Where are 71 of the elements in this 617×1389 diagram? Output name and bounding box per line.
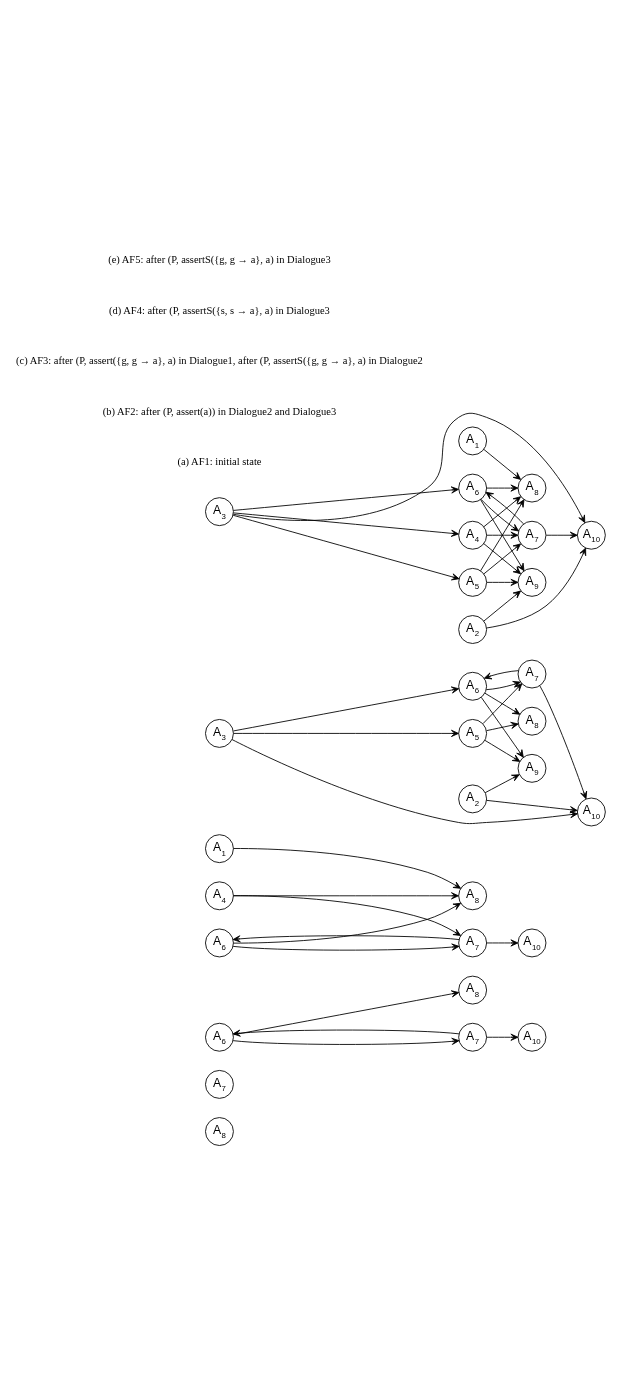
arrow: [486, 1033, 519, 1041]
node-circle: A$_{7}$: [205, 1069, 234, 1099]
arrow: [483, 448, 521, 480]
node-circle: A$_{7}$: [517, 520, 547, 550]
node-circle: A$_{6}$: [458, 671, 488, 701]
arrow: [486, 938, 519, 947]
arrow: [232, 934, 460, 942]
arrow: [233, 485, 459, 511]
node-circle: A$_{5}$: [458, 567, 488, 597]
arrow: [486, 484, 519, 492]
label: (a) AF1: initial state: [177, 455, 262, 467]
arrow: [233, 847, 461, 889]
arrow: [233, 511, 459, 537]
node-circle: A$_{7}$: [458, 928, 488, 957]
node-circle: A$_{8}$: [205, 1116, 234, 1146]
node-circle: A$_{10}$: [576, 520, 606, 550]
node-circle: A$_{1}$: [458, 426, 488, 455]
node-circle: A$_{10}$: [517, 928, 547, 957]
arrow: [486, 578, 519, 586]
node-circle: A$_{9}$: [517, 567, 547, 597]
node-circle: A$_{7}$: [458, 1022, 488, 1052]
node-circle: A$_{6}$: [458, 473, 488, 502]
node-circle: A$_{2}$: [458, 784, 488, 813]
arrow: [232, 514, 460, 580]
node-circle: A$_{8}$: [458, 975, 488, 1004]
label: (b) AF2: after (P, assert(a)) in Dialogue2 and Dialogue3: [102, 405, 337, 417]
label: (e) AF5: after (P, assertS({g, g → a}, a) in Dialogue3: [108, 253, 331, 265]
node-circle: A$_{8}$: [517, 473, 547, 502]
arrow: [480, 498, 525, 571]
arrow: [483, 669, 519, 679]
node-circle: A$_{3}$: [205, 496, 234, 526]
arrow: [483, 542, 521, 574]
node-circle: A$_{4}$: [458, 520, 488, 550]
arrow: [486, 547, 587, 628]
arrow: [233, 686, 460, 731]
arrow: [484, 773, 520, 793]
node-circle: A$_{5}$: [458, 718, 488, 748]
node-circle: A$_{6}$: [205, 1022, 234, 1052]
node-circle: A$_{2}$: [458, 614, 488, 644]
arrow: [484, 692, 521, 715]
arrow: [485, 680, 521, 690]
arrow: [486, 721, 519, 731]
arrow: [484, 739, 521, 762]
node-circle: A$_{7}$: [517, 659, 547, 688]
arrow: [233, 902, 461, 944]
node-circle: A$_{3}$: [205, 718, 234, 748]
arrow: [231, 738, 578, 824]
arrow: [232, 1029, 460, 1037]
arrow: [545, 531, 578, 539]
label: (c) AF3: after (P, assert({g, g → a}, a) in Dialogue1, after (P, assertS({g, g → a}, a) in Dialogue2: [16, 354, 423, 366]
arrow: [486, 531, 519, 539]
arrow: [233, 894, 461, 936]
node-circle: A$_{10}$: [517, 1022, 547, 1052]
arrow: [232, 1037, 460, 1045]
node-circle: A$_{9}$: [517, 753, 547, 783]
arrow: [539, 684, 588, 799]
arrow: [486, 799, 578, 813]
node-circle: A$_{4}$: [205, 880, 234, 910]
arrow: [232, 943, 460, 951]
node-circle: A$_{8}$: [517, 706, 547, 736]
node-circle: A$_{10}$: [576, 797, 606, 826]
arrow: [232, 412, 586, 523]
arrow: [482, 682, 523, 724]
label: (d) AF4: after (P, assertS({s, s → a}, a) in Dialogue3: [109, 304, 330, 316]
arrow: [483, 590, 521, 622]
node-circle: A$_{8}$: [458, 880, 488, 910]
node-circle: A$_{6}$: [205, 928, 234, 957]
node-circle: A$_{1}$: [205, 833, 234, 863]
arrow: [233, 729, 459, 737]
arrow: [233, 989, 460, 1035]
arrow: [480, 696, 524, 758]
